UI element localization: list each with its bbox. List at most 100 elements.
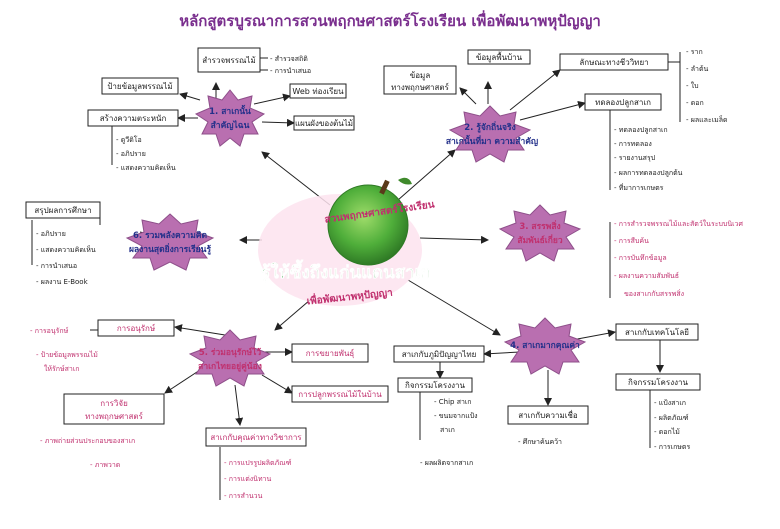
- node-1-title: 1. สาเกนั้น: [209, 104, 251, 117]
- node-2-title: 2. รู้จักถิ่นจริง: [464, 120, 515, 133]
- biology-item-5: - ผลและเมล็ด: [686, 115, 728, 124]
- node-1: 1. สาเกนั้น สำคัญไฉน: [194, 89, 266, 147]
- experiment-item-1: - ทดลองปลูกสาเก: [614, 126, 668, 134]
- research-line-2: ทางพฤกษศาสตร์: [85, 411, 144, 421]
- project-box-2-label: กิจกรรมโครงงาน: [628, 377, 689, 387]
- home-plant-box: [291, 385, 389, 403]
- botany-data-line-1: ข้อมูล: [410, 71, 431, 81]
- awareness-item-3: - แสดงความคิดเห็น: [116, 163, 176, 172]
- section-4: สาเกกับภูมิปัญญาไทย กิจกรรมโครงงาน - Chi…: [393, 323, 701, 467]
- section-2: ข้อมูล ทางพฤกษศาสตร์ ข้อมูลพื้นบ้าน ลักษ…: [383, 48, 728, 192]
- research-line-1: การวิจัย: [100, 399, 128, 408]
- summary-item-4: - ผลงาน E-Book: [36, 278, 89, 286]
- summary-label: สรุปผลการศึกษา: [34, 206, 91, 215]
- plan-box: [293, 115, 355, 131]
- node-5-title: 5. ร่วมอนุรักษ์ไว้: [199, 347, 262, 358]
- technology-box: [615, 323, 699, 341]
- connector-lines: [31, 52, 681, 500]
- plan-box-label: แผนผังของต้นไม้: [295, 119, 353, 128]
- survey-item-2: - การนำเสนอ: [270, 67, 311, 75]
- wisdom-label: สาเกกับภูมิปัญญาไทย: [402, 350, 477, 360]
- home-plant-label: การปลูกพรรณไม้ในบ้าน: [298, 390, 382, 400]
- node-2-subtitle: สาเกนั้นที่มา ความสำคัญ: [446, 134, 538, 147]
- awareness-box: [87, 109, 179, 127]
- biology-box: [559, 53, 669, 71]
- research-item-1: - ภาพถ่ายส่วนประกอบของสาเก: [40, 437, 135, 445]
- survey-item-1: - สำรวจสถิติ: [270, 55, 308, 63]
- project-box-1-label: กิจกรรมโครงงาน: [405, 380, 466, 390]
- survey-box-label: สำรวจพรรณไม้: [202, 56, 255, 65]
- info-sign-label: ป้ายข้อมูลพรรณไม้: [107, 82, 172, 92]
- web-box: [289, 83, 347, 99]
- survey-box: [197, 47, 261, 73]
- relation-item-2: - การสืบค้น: [614, 237, 649, 245]
- biology-item-4: - ดอก: [686, 99, 704, 107]
- academic-item-1: - การแปรรูปผลิตภัณฑ์: [224, 459, 292, 467]
- info-sign-box: [101, 77, 179, 95]
- conserve-label: การอนุรักษ์: [117, 323, 156, 333]
- awareness-item-1: - ดูวีดิโอ: [116, 135, 142, 144]
- awareness-label: สร้างความตระหนัก: [100, 114, 167, 123]
- biology-item-3: - ใบ: [686, 81, 699, 90]
- node-1-subtitle: สำคัญไฉน: [211, 120, 250, 131]
- botany-data-line-2: ทางพฤกษศาสตร์: [391, 82, 450, 92]
- relation-item-1: - การสำรวจพรรณไม้และสัตว์ในระบบนิเวศ: [614, 219, 743, 228]
- spread-label: การขยายพันธุ์: [306, 348, 355, 358]
- breadfruit-icon: [327, 177, 412, 266]
- node-3-title: 3. สรรพสิ่ง: [519, 219, 560, 232]
- biology-item-2: - ลำต้น: [686, 65, 709, 73]
- summary-item-2: - แสดงความคิดเห็น: [36, 245, 96, 254]
- section-6: สรุปผลการศึกษา - อภิปราย - แสดงความคิดเห…: [25, 201, 101, 286]
- biology-item-1: - ราก: [686, 48, 703, 56]
- biology-label: ลักษณะทางชีววิทยา: [579, 58, 648, 67]
- center-hub: สวนพฤกษศาสตร์โรงเรียน รู้ให้ซึ้งถึงแก่นแ…: [258, 177, 435, 307]
- wisdom-box: [393, 345, 485, 363]
- belief-box: [507, 405, 589, 425]
- section-5: - การอนุรักษ์ การอนุรักษ์ - ป้ายข้อมูลพร…: [30, 319, 389, 500]
- project-2-item-1: - แป้งสาเก: [654, 399, 686, 407]
- research-item-2: - ภาพวาด: [90, 461, 120, 469]
- experiment-item-2: - การทดลอง: [614, 140, 652, 148]
- local-data-label: ข้อมูลพื้นบ้าน: [476, 51, 523, 63]
- relation-item-5: ของสาเกกับสรรพสิ่ง: [624, 289, 684, 298]
- project-1-bottom: - ผลผลิตจากสาเก: [420, 459, 473, 467]
- local-data-box: [467, 49, 531, 65]
- botany-data-box: [383, 65, 457, 95]
- web-box-label: Web ท่องเรียน: [292, 87, 344, 96]
- node-6-subtitle: ผลงานสุดยิ่งการเรียนรู้: [129, 242, 212, 255]
- relation-item-3: - การบันทึกข้อมูล: [614, 253, 667, 262]
- academic-label: สาเกกับคุณค่าทางวิชาการ: [210, 433, 302, 442]
- academic-item-3: - การสำนวน: [224, 492, 263, 500]
- spread-box: [291, 343, 369, 363]
- summary-box: [25, 201, 101, 219]
- node-4-title: 4. สาเกมากคุณค่า: [510, 340, 580, 351]
- project-1-item-3: สาเก: [440, 426, 455, 434]
- conserve-item-2: ให้รักษ์สาเก: [44, 364, 79, 373]
- project-2-item-2: - ผลิตภัณฑ์: [654, 414, 689, 422]
- relation-item-4: - ผลงานความสัมพันธ์: [614, 272, 679, 280]
- page-title: หลักสูตรบูรณาการสวนพฤกษศาสตร์โรงเรียน เพ…: [179, 10, 601, 31]
- conserve-box: [97, 319, 175, 337]
- node-5-subtitle: สาเกไทยอยู่คู่น้อง: [198, 361, 262, 372]
- node-3: 3. สรรพสิ่ง สัมพันธ์เกี่ยว: [498, 204, 582, 262]
- conserve-left-label: - การอนุรักษ์: [30, 327, 69, 335]
- project-box-2: [615, 373, 701, 391]
- project-2-item-3: - ดอกไม้: [654, 427, 680, 436]
- experiment-label: ทดลองปลูกสาเก: [595, 98, 651, 108]
- belief-item: - ศึกษาค้นคว้า: [518, 437, 562, 446]
- experiment-box: [584, 93, 662, 111]
- awareness-item-2: - อภิปราย: [116, 150, 146, 158]
- project-2-item-4: - การเกษตร: [654, 443, 690, 451]
- conserve-item-1: - ป้ายข้อมูลพรรณไม้: [36, 350, 98, 359]
- node-6-title: 6. รวมพลังความคิด: [133, 230, 208, 241]
- node-4: 4. สาเกมากคุณค่า: [503, 317, 587, 375]
- node-3-subtitle: สัมพันธ์เกี่ยว: [517, 233, 562, 246]
- technology-label: สาเกกับเทคโนโลยี: [625, 327, 689, 337]
- belief-label: สาเกกับความเชื่อ: [518, 409, 578, 420]
- experiment-item-5: - ที่มาการเกษตร: [614, 183, 664, 192]
- node-2: 2. รู้จักถิ่นจริง สาเกนั้นที่มา ความสำคั…: [446, 105, 538, 163]
- experiment-item-3: - รายงานสรุป: [614, 154, 656, 162]
- project-box-1: [397, 377, 473, 393]
